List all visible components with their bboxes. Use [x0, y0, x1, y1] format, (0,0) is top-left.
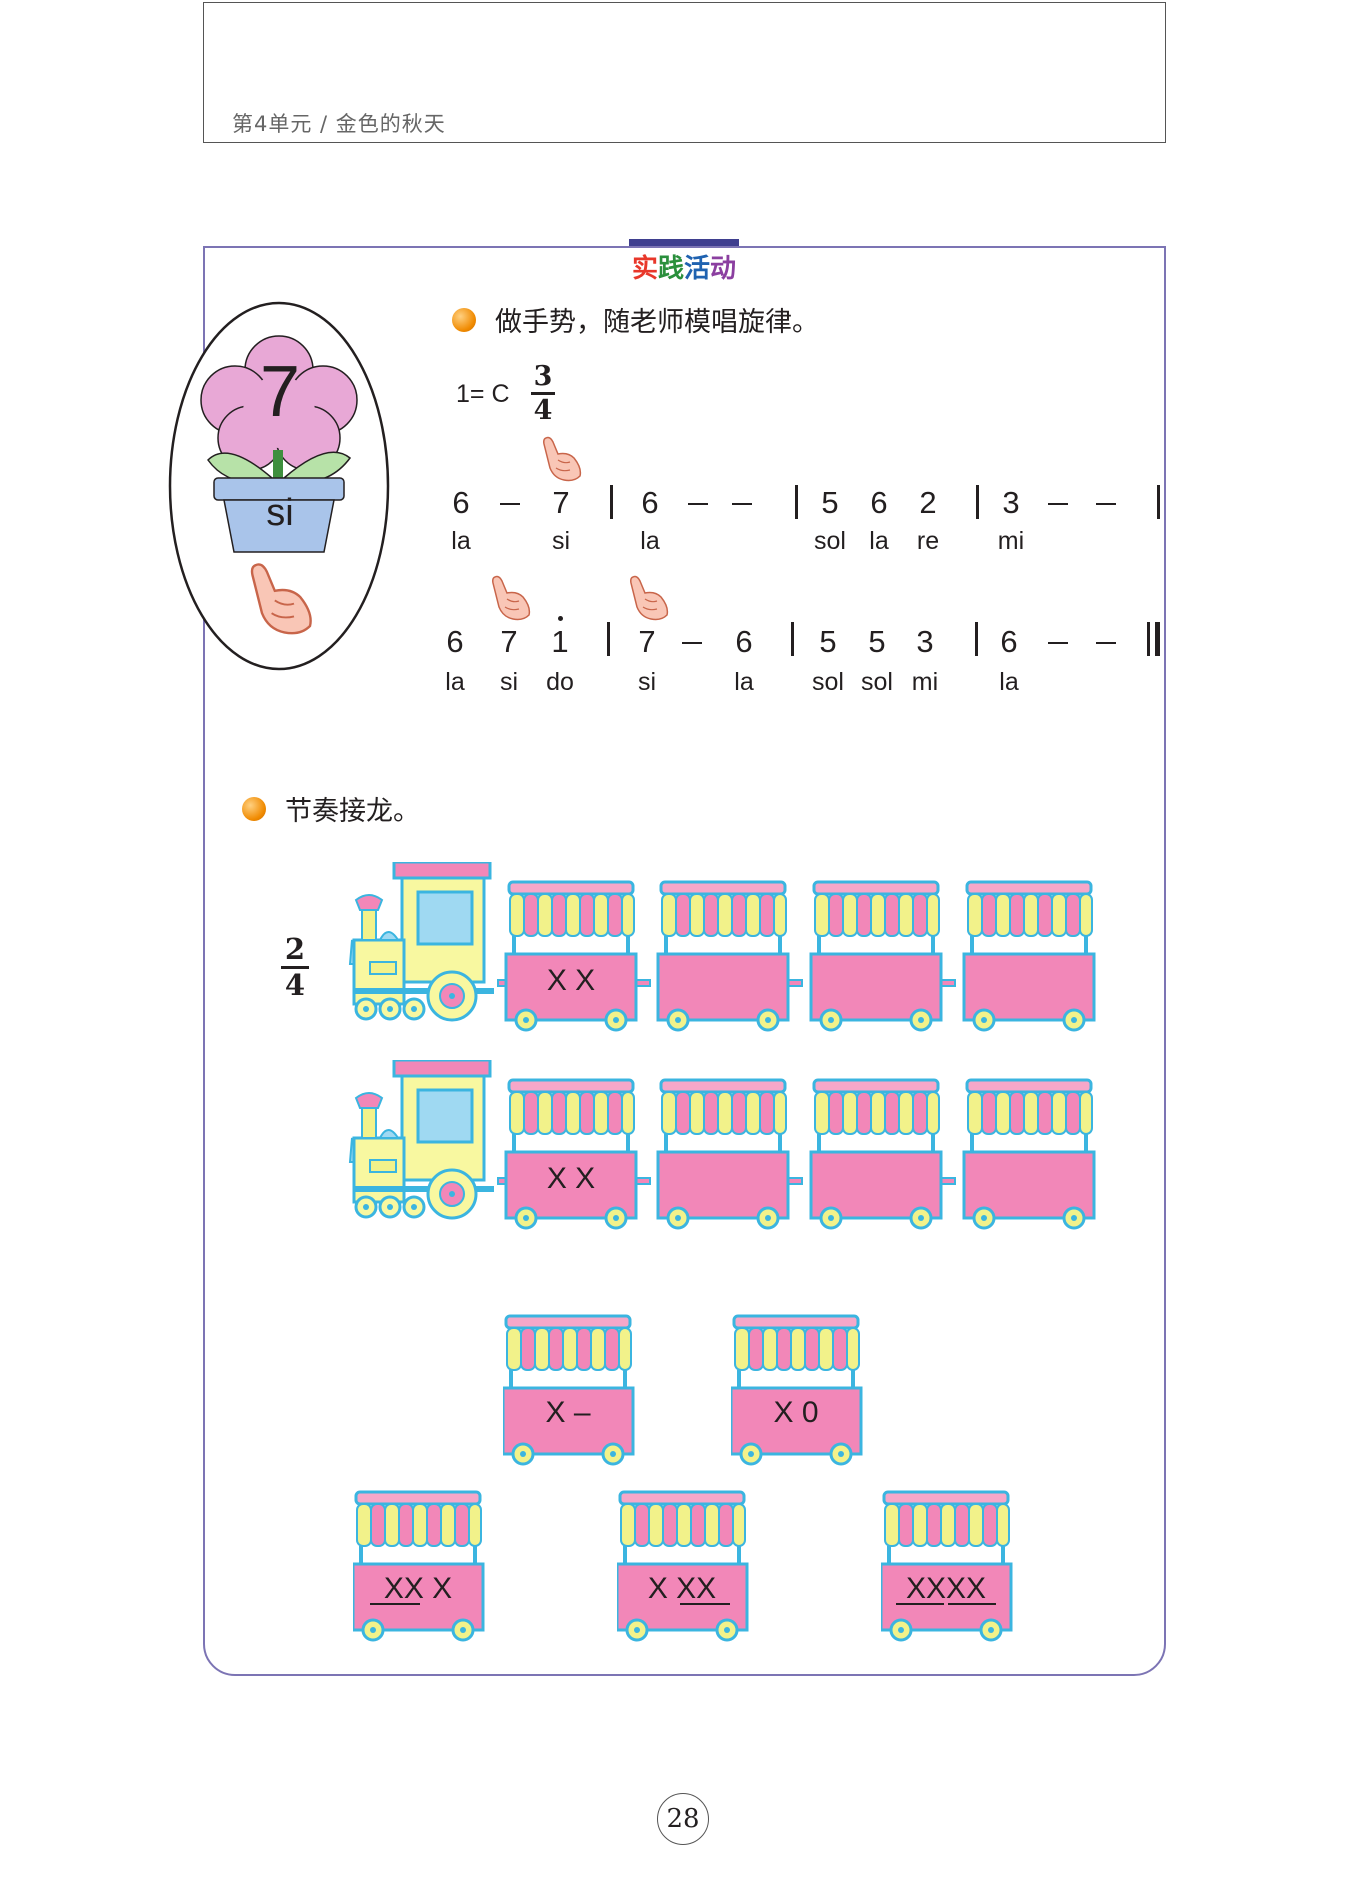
- note: 6: [452, 485, 470, 520]
- solfege-label: la: [869, 527, 889, 555]
- note: 6: [870, 485, 888, 520]
- solfege-label: la: [734, 668, 754, 696]
- rhythm-card: X 0: [731, 1314, 863, 1466]
- unit-title: 第4单元 / 金色的秋天: [232, 112, 446, 136]
- dash: [688, 503, 708, 505]
- train-1: X X: [348, 862, 1096, 1032]
- note: 6: [446, 624, 464, 659]
- solfege-label: la: [451, 527, 471, 555]
- dash: [1096, 503, 1116, 505]
- barline: [795, 485, 798, 519]
- section-tab: [629, 239, 739, 246]
- solfege-label: si: [499, 668, 519, 696]
- svg-text:X XX: X XX: [648, 1572, 716, 1605]
- rhythm-card: X –: [503, 1314, 635, 1466]
- dash: [1096, 642, 1116, 644]
- practice-panel: [203, 246, 1166, 1676]
- train-car: [809, 1078, 943, 1230]
- hand-sign-icon: [492, 575, 531, 621]
- note: 6: [641, 485, 659, 520]
- train-car: [962, 880, 1096, 1032]
- note: 5: [821, 485, 839, 520]
- end-barline: [1147, 622, 1150, 656]
- score-time-signature: 3 4: [531, 363, 555, 424]
- train-car: [504, 1078, 638, 1230]
- solfege-label: la: [445, 668, 465, 696]
- solfege-label: do: [546, 668, 574, 696]
- svg-text:X –: X –: [545, 1396, 590, 1429]
- train-car: [809, 880, 943, 1032]
- hand-sign-icon: [543, 436, 582, 482]
- note: 7: [638, 624, 656, 659]
- solfege-label: sol: [861, 668, 893, 696]
- flower-card: 7 si: [168, 300, 390, 672]
- locomotive-icon: [348, 1060, 496, 1220]
- activity1-instruction: 做手势，随老师模唱旋律。: [495, 307, 819, 338]
- svg-text:XX X: XX X: [384, 1572, 452, 1605]
- solfege-label: re: [916, 527, 940, 555]
- rhythm-card: XX X: [353, 1490, 485, 1642]
- section-title: 实践活动: [631, 254, 737, 284]
- solfege-label: la: [640, 527, 660, 555]
- solfege-label: si: [551, 527, 571, 555]
- barline: [976, 485, 979, 519]
- solfege-numeral: 7: [259, 352, 301, 432]
- note: 5: [868, 624, 886, 659]
- train-car: [656, 1078, 790, 1230]
- solfege-label: sol: [814, 527, 846, 555]
- barline: [1157, 485, 1160, 519]
- solfege-label: la: [999, 668, 1019, 696]
- note: 6: [735, 624, 753, 659]
- solfege-label: mi: [997, 527, 1025, 555]
- hand-sign-icon: [630, 575, 669, 621]
- bullet-icon: [242, 797, 266, 821]
- note: 5: [819, 624, 837, 659]
- key-signature: 1= C: [456, 380, 510, 408]
- train-time-signature: 2 4: [281, 935, 309, 1000]
- dash: [1048, 503, 1068, 505]
- page-number: 28: [657, 1793, 709, 1845]
- train-car: [656, 880, 790, 1032]
- end-barline: [1155, 622, 1160, 656]
- train-car: [504, 880, 638, 1032]
- rhythm-card: XXXX: [881, 1490, 1013, 1642]
- solfege-label: sol: [812, 668, 844, 696]
- note: 3: [1002, 485, 1020, 520]
- note: 1: [551, 624, 569, 659]
- rhythm-text: X X: [547, 1162, 595, 1195]
- svg-text:X 0: X 0: [773, 1396, 818, 1429]
- note: 7: [500, 624, 518, 659]
- rhythm-text: X X: [547, 964, 595, 997]
- flower-illustration: [168, 301, 390, 671]
- locomotive-icon: [348, 862, 496, 1022]
- dash: [1048, 642, 1068, 644]
- solfege-syllable: si: [266, 492, 294, 534]
- unit-header: 第4单元 / 金色的秋天: [203, 2, 1166, 143]
- barline: [607, 622, 610, 656]
- dash: [500, 503, 520, 505]
- bullet-icon: [452, 308, 476, 332]
- note: 3: [916, 624, 934, 659]
- high-octave-dot: [558, 616, 563, 621]
- barline: [610, 485, 613, 519]
- barline: [791, 622, 794, 656]
- rhythm-card: X XX: [617, 1490, 749, 1642]
- activity2-instruction: 节奏接龙。: [285, 796, 420, 827]
- barline: [975, 622, 978, 656]
- solfege-label: mi: [911, 668, 939, 696]
- train-2: X X: [348, 1060, 1096, 1230]
- svg-text:XXXX: XXXX: [906, 1572, 986, 1605]
- dash: [732, 503, 752, 505]
- dash: [682, 642, 702, 644]
- note: 6: [1000, 624, 1018, 659]
- note: 2: [919, 485, 937, 520]
- note: 7: [552, 485, 570, 520]
- train-car: [962, 1078, 1096, 1230]
- solfege-label: si: [637, 668, 657, 696]
